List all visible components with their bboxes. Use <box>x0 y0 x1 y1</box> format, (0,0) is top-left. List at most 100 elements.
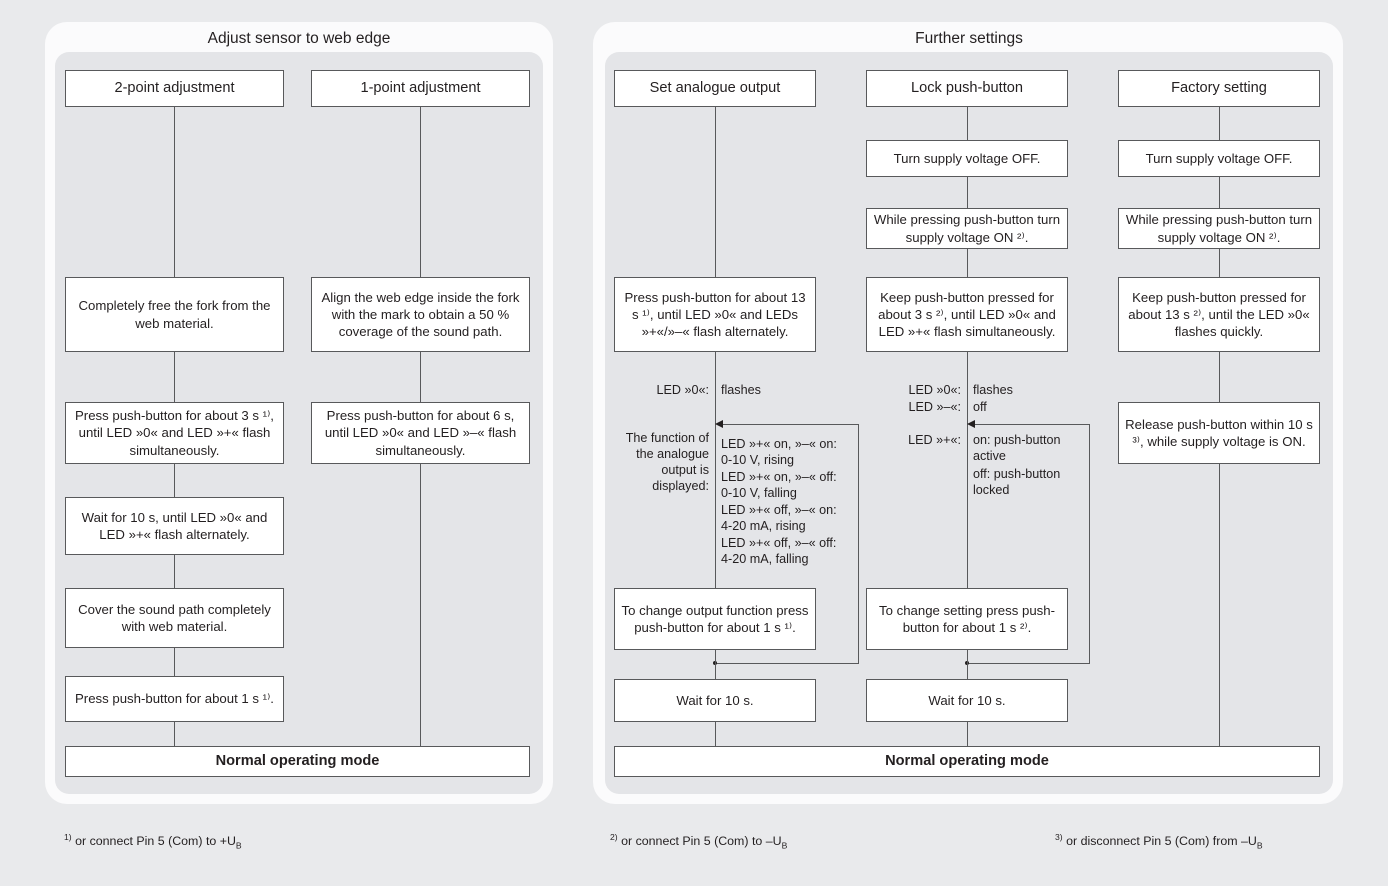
header-1-point-adjustment[interactable]: 1-point adjustment <box>311 70 530 107</box>
anno-lk-ledplus-on: on: push-button active <box>973 433 1061 464</box>
left-panel-title: Adjust sensor to web edge <box>207 30 391 47</box>
step-lk-1[interactable]: Turn supply voltage OFF. <box>866 140 1068 177</box>
connector-fs-2 <box>1219 177 1221 208</box>
step-lk-3-text: Keep push-button pressed for about 3 s ²… <box>878 289 1056 340</box>
step-fs-2-text: While pressing push-button turn supply v… <box>1125 212 1313 245</box>
step-ao-wait[interactable]: Wait for 10 s. <box>614 679 816 722</box>
footnote-2: 2) or connect Pin 5 (Com) to –UB <box>610 832 787 851</box>
connector-ao-annotation <box>715 352 717 588</box>
step-ao-change[interactable]: To change output function press push-but… <box>614 588 816 650</box>
step-2p-1-text: Completely free the fork from the web ma… <box>78 298 271 331</box>
feedback-lk-top <box>974 424 1090 426</box>
step-2p-2-text: Press push-button for about 3 s ¹⁾, unti… <box>75 408 274 458</box>
header-set-analogue-output[interactable]: Set analogue output <box>614 70 816 107</box>
connector-fs-3 <box>1219 249 1221 277</box>
footnote-2-marker: 2) <box>610 832 618 842</box>
connector-lk-5 <box>967 722 969 746</box>
footnote-3-marker: 3) <box>1055 832 1063 842</box>
anno-lk-ledplus-off: off: push-button locked <box>973 467 1061 498</box>
anno-lk-ledplus-label: LED »+«: <box>908 433 961 447</box>
step-lk-1-text: Turn supply voltage OFF. <box>893 150 1041 166</box>
connector-fs-4 <box>1219 352 1221 402</box>
step-1p-2-text: Press push-button for about 6 s, until L… <box>324 408 517 458</box>
footnote-1-marker: 1) <box>64 832 72 842</box>
step-fs-4-text: Release push-button within 10 s ³⁾, whil… <box>1125 416 1313 449</box>
anno-ao-function-row-3: LED »+« off, »–« off: 4-20 mA, falling <box>721 536 837 567</box>
connector-fs-1 <box>1219 107 1221 140</box>
step-ao-main[interactable]: Press push-button for about 13 s ¹⁾, unt… <box>614 277 816 352</box>
anno-lk-ledminus-label: LED »–«: <box>908 400 961 414</box>
step-ao-change-text: To change output function press push-but… <box>621 602 809 635</box>
connector-1p-1 <box>420 107 422 277</box>
connector-2p-1 <box>174 107 176 277</box>
footnote-3-text: or disconnect Pin 5 (Com) from –U <box>1066 834 1257 849</box>
step-1p-1[interactable]: Align the web edge inside the fork with … <box>311 277 530 352</box>
step-2p-3[interactable]: Wait for 10 s, until LED »0« and LED »+«… <box>65 497 284 555</box>
anno-ao-led0-label: LED »0«: <box>656 383 709 397</box>
footnote-2-sub: B <box>781 840 788 851</box>
step-lk-change[interactable]: To change setting press push-button for … <box>866 588 1068 650</box>
step-lk-wait-text: Wait for 10 s. <box>928 692 1006 708</box>
step-1p-2[interactable]: Press push-button for about 6 s, until L… <box>311 402 530 464</box>
step-fs-3-text: Keep push-button pressed for about 13 s … <box>1128 289 1310 340</box>
header-factory-setting[interactable]: Factory setting <box>1118 70 1320 107</box>
anno-lk-led0-value: flashes <box>973 383 1013 397</box>
connector-lk-annotation <box>967 352 969 588</box>
connector-lk-2 <box>967 177 969 208</box>
footnote-1-sub: B <box>235 840 242 851</box>
step-lk-2[interactable]: While pressing push-button turn supply v… <box>866 208 1068 249</box>
anno-ao-function-row-1: LED »+« on, »–« off: 0-10 V, falling <box>721 470 837 501</box>
step-2p-5[interactable]: Press push-button for about 1 s ¹⁾. <box>65 676 284 722</box>
anno-ao-function-label: The function of the analogue output is d… <box>625 431 709 494</box>
step-fs-4[interactable]: Release push-button within 10 s ³⁾, whil… <box>1118 402 1320 464</box>
header-2-point-adjustment[interactable]: 2-point adjustment <box>65 70 284 107</box>
feedback-lk-bottom <box>967 663 1090 665</box>
footnote-1-text: or connect Pin 5 (Com) to +U <box>75 834 236 849</box>
feedback-ao-bottom <box>715 663 859 665</box>
connector-lk-1 <box>967 107 969 140</box>
header-lock-push-button[interactable]: Lock push-button <box>866 70 1068 107</box>
connector-ao-3 <box>715 722 717 746</box>
footnote-3-sub: B <box>1256 840 1263 851</box>
step-2p-2[interactable]: Press push-button for about 3 s ¹⁾, unti… <box>65 402 284 464</box>
feedback-lk-right <box>1089 424 1091 664</box>
feedback-ao-right <box>858 424 860 664</box>
step-2p-4-text: Cover the sound path completely with web… <box>78 601 271 634</box>
step-fs-3[interactable]: Keep push-button pressed for about 13 s … <box>1118 277 1320 352</box>
step-lk-2-text: While pressing push-button turn supply v… <box>873 212 1061 245</box>
step-1p-1-text: Align the web edge inside the fork with … <box>321 289 520 340</box>
right-panel-title: Further settings <box>915 30 1023 47</box>
anno-lk-ledminus-value: off <box>973 400 987 414</box>
connector-ao-1 <box>715 107 717 277</box>
step-2p-4[interactable]: Cover the sound path completely with web… <box>65 588 284 648</box>
step-2p-1[interactable]: Completely free the fork from the web ma… <box>65 277 284 352</box>
step-fs-2[interactable]: While pressing push-button turn supply v… <box>1118 208 1320 249</box>
step-lk-wait[interactable]: Wait for 10 s. <box>866 679 1068 722</box>
connector-1p-3 <box>420 464 422 746</box>
feedback-ao-top <box>722 424 859 426</box>
connector-2p-3 <box>174 464 176 497</box>
normal-operating-mode-right[interactable]: Normal operating mode <box>614 746 1320 777</box>
connector-lk-4 <box>967 650 969 679</box>
anno-ao-led0-value: flashes <box>721 383 761 397</box>
anno-lk-led0-label: LED »0«: <box>908 383 961 397</box>
connector-ao-2 <box>715 650 717 679</box>
step-lk-3[interactable]: Keep push-button pressed for about 3 s ²… <box>866 277 1068 352</box>
connector-lk-3 <box>967 249 969 277</box>
connector-2p-5 <box>174 648 176 676</box>
step-2p-5-text: Press push-button for about 1 s ¹⁾. <box>75 691 274 707</box>
connector-2p-6 <box>174 722 176 746</box>
step-fs-1[interactable]: Turn supply voltage OFF. <box>1118 140 1320 177</box>
connector-2p-4 <box>174 555 176 588</box>
feedback-lk-arrow <box>967 420 975 428</box>
connector-fs-5 <box>1219 464 1221 746</box>
footnote-3: 3) or disconnect Pin 5 (Com) from –UB <box>1055 832 1263 851</box>
normal-operating-mode-left[interactable]: Normal operating mode <box>65 746 530 777</box>
step-ao-wait-text: Wait for 10 s. <box>676 692 754 708</box>
anno-ao-function-row-0: LED »+« on, »–« on: 0-10 V, rising <box>721 437 837 468</box>
step-fs-1-text: Turn supply voltage OFF. <box>1145 150 1293 166</box>
feedback-ao-arrow <box>715 420 723 428</box>
step-2p-3-text: Wait for 10 s, until LED »0« and LED »+«… <box>81 509 268 542</box>
connector-1p-2 <box>420 352 422 402</box>
